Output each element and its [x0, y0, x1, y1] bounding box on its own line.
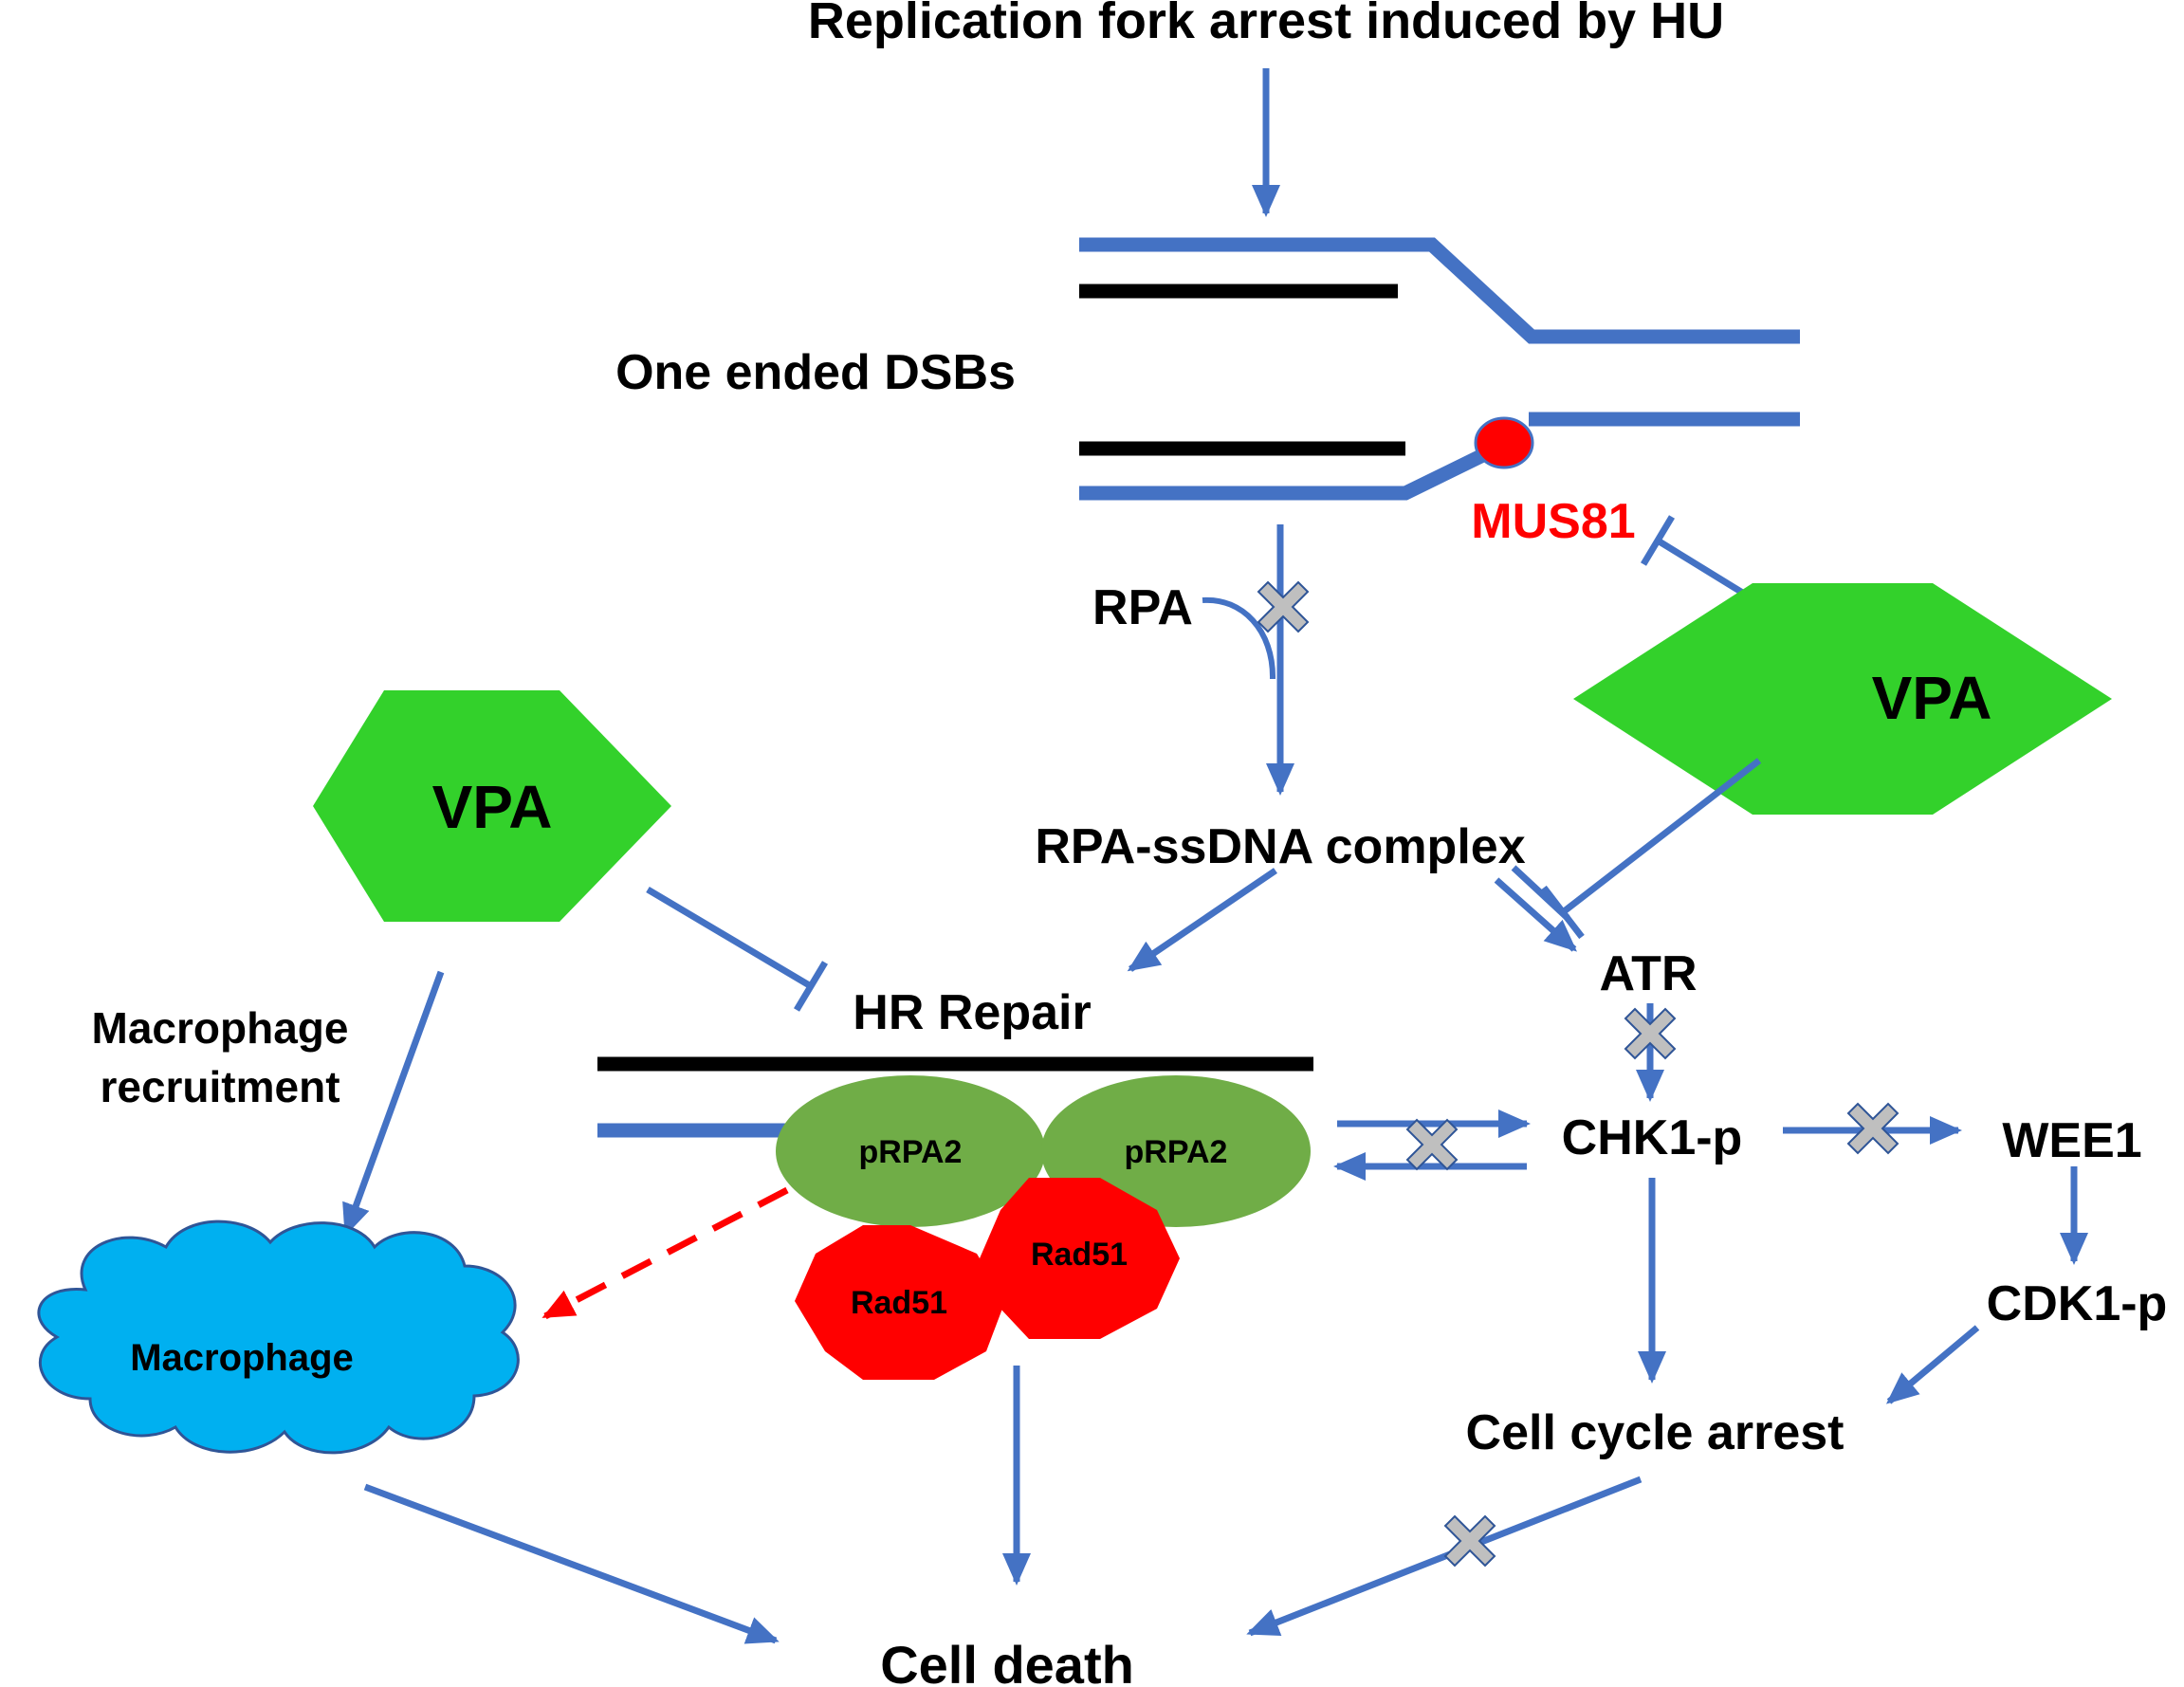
arrow-cdk1-to-arrest: [1885, 1325, 1980, 1404]
inhibit-vpa-to-atr: [1560, 758, 1762, 915]
cell-cycle-arrest-label: Cell cycle arrest: [1466, 1405, 1844, 1460]
macrophage-recruitment-label-2: recruitment: [100, 1062, 340, 1111]
mus81-dot: [1474, 416, 1534, 469]
arrow-rpa-ssdna-to-atr: [1494, 877, 1577, 952]
arrow-prpa2-to-macrophage: [541, 1186, 789, 1320]
arrow-rpa-ssdna-to-hr: [1127, 868, 1277, 972]
arrow-macrophage-to-death: [363, 1483, 780, 1644]
rad51-right-label: Rad51: [1031, 1237, 1128, 1273]
cell-death-label: Cell death: [880, 1635, 1134, 1687]
atr-label: ATR: [1599, 946, 1697, 1001]
cdk1-label: CDK1-p: [1987, 1276, 2168, 1331]
macrophage-cloud: Macrophage: [37, 1219, 520, 1455]
vpa-right-label: VPA: [1872, 664, 1992, 732]
chk1-label: CHK1-p: [1562, 1110, 1743, 1165]
rad51-left: [795, 1225, 1005, 1380]
rad51-left-label: Rad51: [851, 1285, 947, 1321]
inhibit-vpa-to-hr: [646, 886, 813, 990]
prpa2-left-label: pRPA2: [859, 1134, 963, 1170]
mus81-label: MUS81: [1471, 494, 1635, 549]
macrophage-recruitment-label-1: Macrophage: [92, 1003, 349, 1053]
vpa-left: VPA: [313, 690, 671, 922]
replication-fork: [1079, 237, 1800, 501]
rpa-ssdna-label: RPA-ssDNA complex: [1035, 819, 1525, 874]
wee1-label: WEE1: [2002, 1113, 2141, 1168]
vpa-right: VPA: [1573, 583, 2112, 815]
vpa-left-label: VPA: [432, 773, 553, 841]
rad51-right: [980, 1178, 1180, 1339]
rpa-binding-curve: [1202, 596, 1276, 680]
rpa-label: RPA: [1092, 580, 1193, 635]
hr-repair-label: HR Repair: [853, 985, 1091, 1040]
arrow-vpa-to-macrophage: [342, 970, 445, 1237]
diagram-title: Replication fork arrest induced by HU: [808, 0, 1724, 49]
prpa2-right-label: pRPA2: [1125, 1134, 1228, 1170]
prpa2-left: [776, 1075, 1045, 1227]
inhibition-x-hr-chk1: [1406, 1119, 1458, 1170]
dsb-label: One ended DSBs: [615, 345, 1016, 400]
macrophage-label: Macrophage: [130, 1337, 354, 1379]
